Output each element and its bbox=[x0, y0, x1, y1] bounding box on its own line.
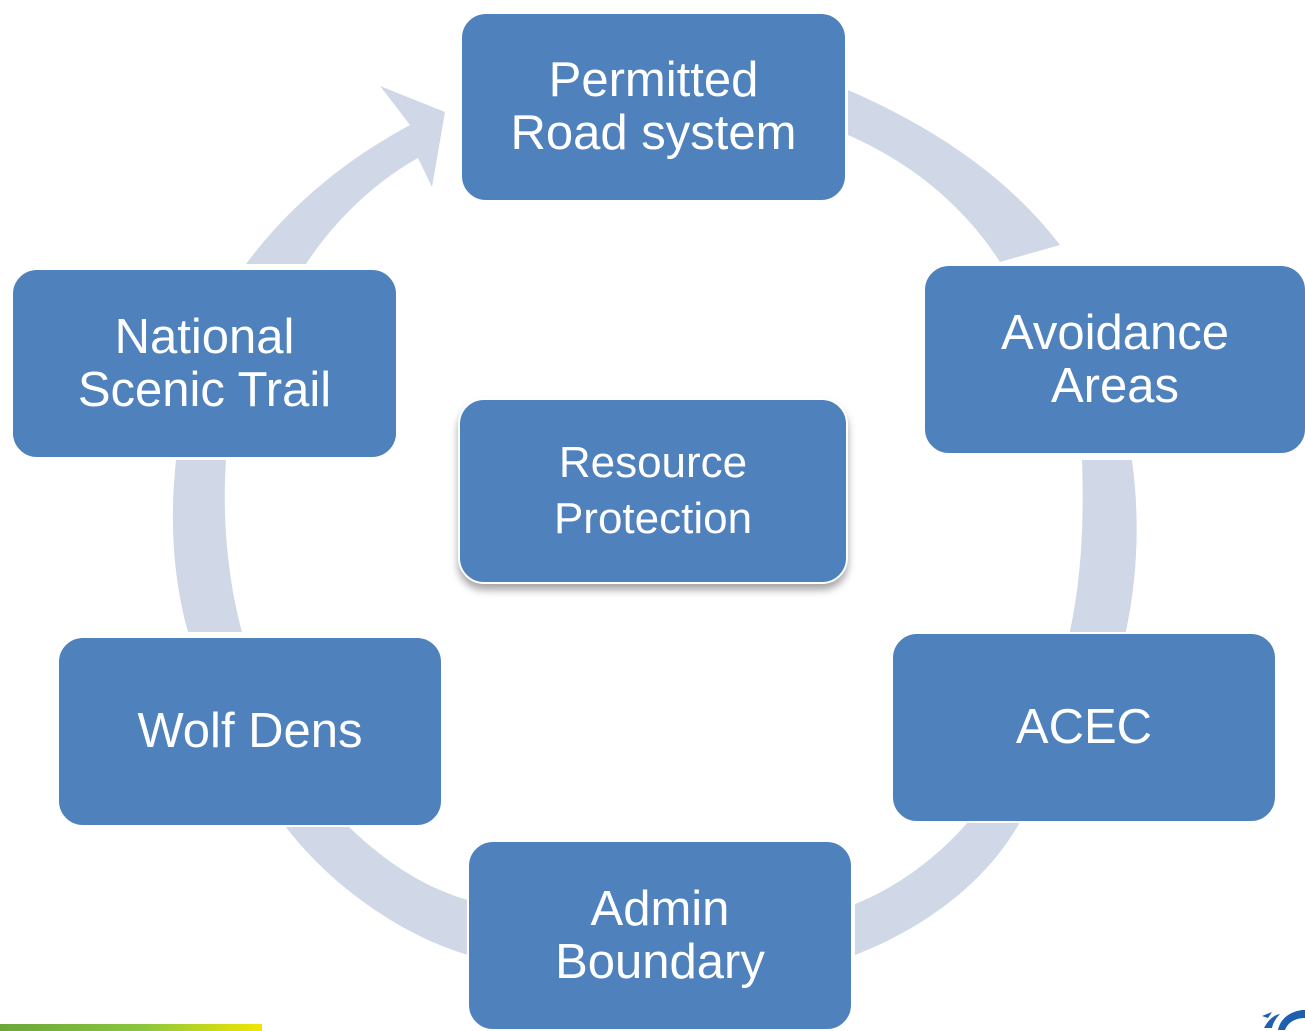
agency-logo-icon bbox=[1262, 1010, 1305, 1030]
node-admin-boundary: Admin Boundary bbox=[467, 840, 853, 1031]
ring-arc-top-right bbox=[848, 90, 1060, 262]
node-label: Avoidance Areas bbox=[1001, 305, 1229, 413]
node-label: Admin Boundary bbox=[555, 881, 765, 989]
center-label: Resource Protection bbox=[553, 438, 753, 543]
footer-color-bar bbox=[0, 1024, 262, 1031]
node-label: Wolf Dens bbox=[137, 704, 363, 759]
node-label: ACEC bbox=[1015, 700, 1153, 755]
ring-arc-bottom-right bbox=[855, 822, 1020, 955]
node-label: National Scenic Trail bbox=[77, 309, 332, 417]
node-wolf-dens: Wolf Dens bbox=[57, 636, 443, 827]
ring-arc-left bbox=[172, 460, 242, 632]
node-permitted-road-system: Permitted Road system bbox=[460, 12, 847, 202]
node-label: Permitted Road system bbox=[510, 53, 797, 160]
node-national-scenic-trail: National Scenic Trail bbox=[11, 268, 398, 459]
ring-arc-right bbox=[1068, 460, 1137, 640]
ring-arrow-top-left bbox=[246, 86, 445, 264]
node-avoidance-areas: Avoidance Areas bbox=[923, 264, 1305, 455]
ring-arc-bottom-left bbox=[285, 826, 468, 955]
node-acec: ACEC bbox=[891, 632, 1277, 823]
node-resource-protection: Resource Protection bbox=[458, 398, 848, 584]
